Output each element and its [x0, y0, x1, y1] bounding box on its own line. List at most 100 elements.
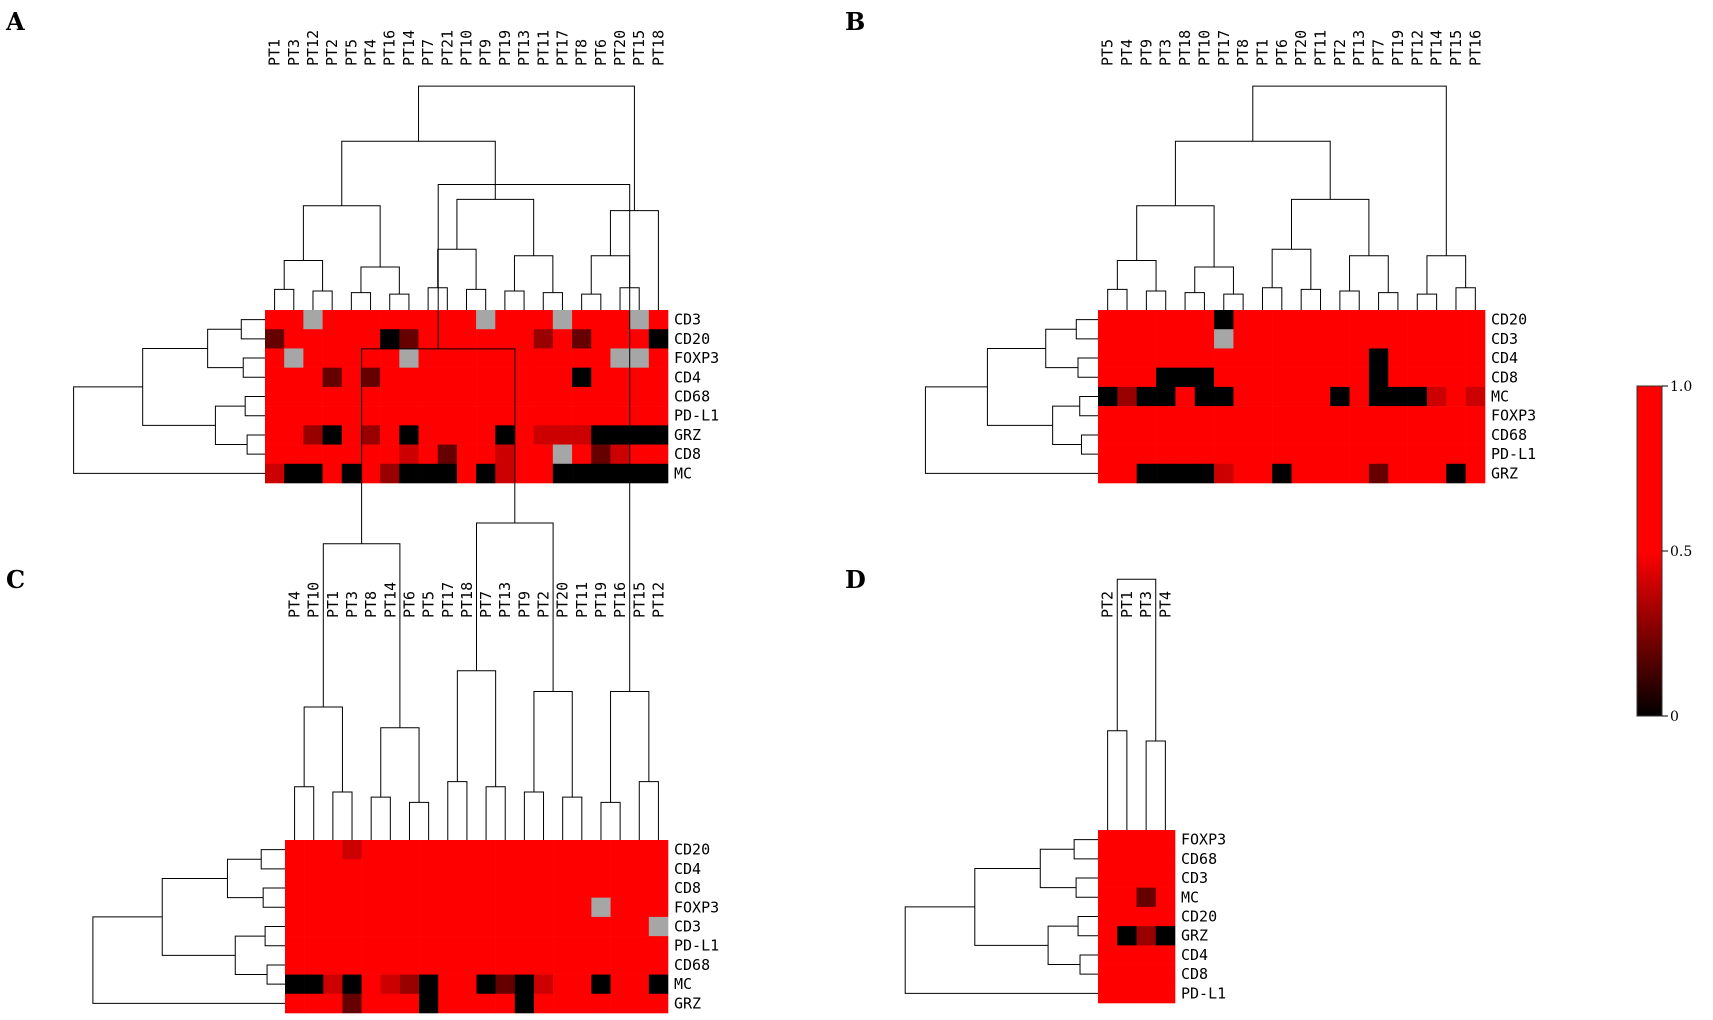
- panel-a-column-label-11: PT9: [477, 39, 495, 66]
- panel-c-cell-7-7: [419, 974, 439, 995]
- panel-c-cell-2-3: [342, 878, 362, 898]
- panel-a-cell-6-0: [265, 425, 285, 445]
- panel-b-cell-1-4: [1175, 329, 1196, 349]
- panel-b-cell-2-17: [1426, 348, 1447, 368]
- panel-b-cell-4-11: [1310, 386, 1331, 407]
- colorbar: 1.0 0.5 0: [1636, 379, 1692, 725]
- panel-d-cell-7-1: [1117, 964, 1137, 985]
- panel-b-cell-8-10: [1291, 463, 1312, 484]
- panel-d-row-tree-branch-7: [904, 906, 1098, 994]
- panel-a-cell-8-12: [495, 463, 515, 484]
- panel-b-row-tree-branch-7: [924, 386, 1098, 474]
- panel-c-cell-3-19: [648, 897, 669, 918]
- panel-a-cell-3-9: [437, 367, 458, 388]
- panel-c-cell-7-1: [304, 974, 324, 995]
- panel-b-cell-7-14: [1368, 444, 1389, 465]
- panel-b-row-tree-branch-1: [1077, 357, 1098, 378]
- panel-b-cell-8-16: [1407, 463, 1428, 484]
- panel-d-row-label-1: CD68: [1181, 850, 1217, 868]
- panel-a-cell-7-14: [533, 444, 554, 465]
- panel-a-cell-8-20: [648, 463, 669, 484]
- panel-a-cell-6-7: [399, 425, 419, 445]
- panel-a-column-label-8: PT7: [419, 39, 437, 66]
- panel-b-cell-3-16: [1407, 367, 1428, 388]
- panel-c-cell-8-2: [323, 993, 343, 1014]
- panel-b-cell-4-12: [1330, 386, 1350, 407]
- panel-c-cell-0-10: [476, 840, 496, 860]
- panel-c-cell-2-14: [553, 878, 573, 898]
- panel-b-cell-8-19: [1465, 463, 1486, 484]
- panel-d-row-label-4: CD20: [1181, 908, 1217, 926]
- panel-a-cell-5-13: [514, 406, 534, 426]
- panel-c-column-label-19: PT12: [649, 582, 667, 618]
- panel-c-cell-2-17: [610, 878, 630, 898]
- panel-a-column-tree-branch-15: [302, 205, 381, 267]
- panel-b-column-label-13: PT13: [1350, 30, 1368, 66]
- panel-a-cell-8-13: [514, 463, 534, 484]
- panel-d-cell-0-1: [1117, 830, 1137, 850]
- panel-d-row-tree-branch-1: [1075, 877, 1098, 898]
- panel-c-cell-5-0: [285, 936, 305, 956]
- panel-b-cell-8-5: [1194, 463, 1215, 484]
- panel-b-column-tree-branch-2: [1184, 292, 1205, 310]
- panel-b-cell-2-2: [1136, 348, 1157, 368]
- panel-a-cell-3-19: [629, 367, 650, 388]
- panel-a-column-tree-branch-3: [389, 293, 410, 310]
- panel-c-column-label-9: PT18: [458, 582, 476, 618]
- panel-b-cell-3-2: [1136, 367, 1157, 388]
- panel-c-cell-4-5: [380, 916, 401, 937]
- panel-b-cell-1-6: [1214, 329, 1234, 349]
- panel-c-row-label-6: CD68: [674, 956, 710, 974]
- panel-a-cell-3-6: [380, 367, 400, 388]
- panel-b-cell-7-13: [1349, 444, 1370, 465]
- panel-a-cell-2-14: [533, 348, 554, 368]
- panel-a-cell-1-16: [572, 329, 592, 349]
- panel-a-column-tree-branch-17: [609, 210, 659, 310]
- panel-a-cell-6-4: [341, 425, 362, 445]
- panel-a-cell-8-11: [476, 463, 496, 484]
- panel-b-column-label-17: PT14: [1428, 30, 1446, 66]
- panel-a-cell-6-16: [572, 425, 592, 445]
- panel-c-cell-8-1: [304, 993, 324, 1014]
- panel-c-cell-6-9: [457, 955, 477, 975]
- panel-c-row-label-4: CD3: [674, 918, 701, 936]
- panel-c-cell-3-9: [457, 897, 477, 918]
- panel-d-cell-6-0: [1098, 945, 1118, 965]
- panel-b-cell-7-8: [1252, 444, 1273, 465]
- panel-c-cell-8-18: [629, 993, 650, 1014]
- panel-a-cell-0-5: [360, 310, 381, 330]
- panel-d-cell-1-0: [1098, 849, 1118, 869]
- panel-c-cell-1-13: [533, 859, 554, 879]
- panel-c-cell-8-9: [457, 993, 477, 1014]
- panel-b-cell-4-16: [1407, 386, 1428, 407]
- panel-a-cell-8-3: [322, 463, 343, 484]
- panel-c-cell-7-15: [572, 974, 592, 995]
- panel-b-cell-8-11: [1310, 463, 1331, 484]
- panel-a-cell-0-20: [648, 310, 669, 330]
- panel-c-cell-3-4: [361, 897, 382, 918]
- panel-b-cell-6-16: [1407, 425, 1428, 445]
- panel-a-column-tree-branch-0: [274, 288, 295, 310]
- panel-b-cell-3-1: [1117, 367, 1137, 388]
- panel-a-cell-2-8: [418, 348, 439, 368]
- panel-c-cell-2-12: [514, 878, 535, 898]
- panel-b-cell-1-11: [1310, 329, 1331, 349]
- panel-b-cell-4-18: [1446, 386, 1466, 407]
- panel-d-column-tree-branch-1: [1145, 740, 1166, 830]
- panel-b-cell-3-11: [1310, 367, 1331, 388]
- panel-d-column-tree-branch-0: [1107, 730, 1128, 830]
- panel-d-column-label-2: PT3: [1137, 591, 1155, 618]
- panel-a-column-tree-branch-8: [581, 293, 602, 310]
- panel-b-cell-3-19: [1465, 367, 1486, 388]
- panel-b-cell-2-9: [1272, 348, 1292, 368]
- panel-b-cell-7-10: [1291, 444, 1312, 465]
- panel-b-column-label-14: PT7: [1370, 39, 1388, 66]
- panel-a-cell-1-0: [265, 329, 285, 349]
- panel-b-column-tree-branch-16: [1291, 198, 1370, 256]
- panel-a-cell-7-7: [399, 444, 419, 465]
- panel-d-cell-3-1: [1117, 887, 1137, 908]
- panel-b-cell-1-19: [1465, 329, 1486, 349]
- panel-c-cell-3-1: [304, 897, 324, 918]
- panel-c-cell-7-2: [323, 974, 343, 995]
- panel-c-cell-0-11: [495, 840, 516, 860]
